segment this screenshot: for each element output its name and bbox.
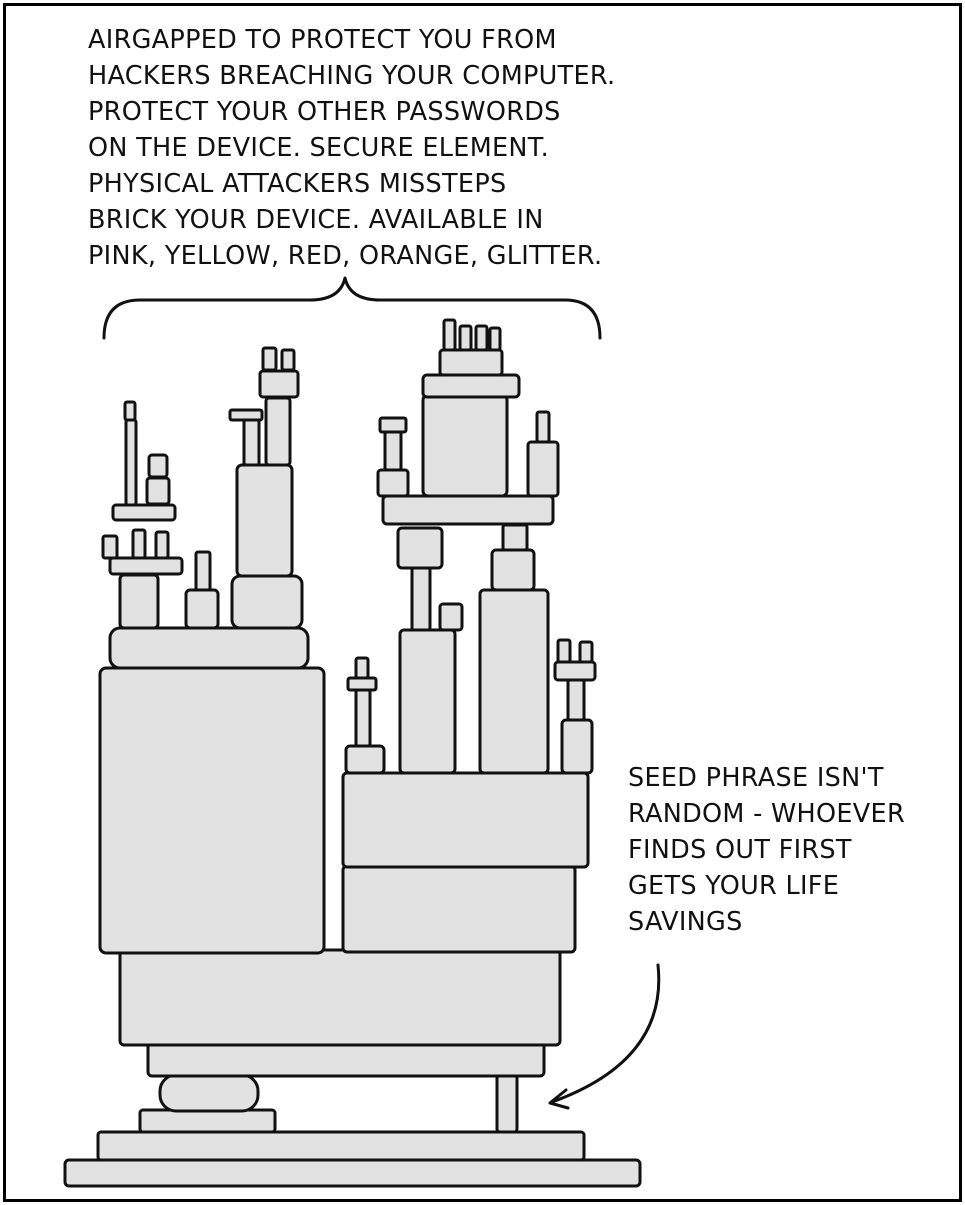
left-cap-slab [108, 626, 310, 670]
lower-body [118, 948, 562, 1047]
side-caption-line: FINDS OUT FIRST [628, 835, 852, 865]
left-small-cube [118, 573, 160, 630]
top-caption-line: PINK, YELLOW, RED, ORANGE, GLITTER. [88, 241, 603, 271]
top-caption-line: HACKERS BREACHING YOUR COMPUTER. [88, 61, 616, 91]
top-tower-peg [488, 326, 502, 352]
far-right-cube [560, 718, 594, 775]
far-right-post [566, 678, 586, 722]
top-tower-body [421, 393, 509, 498]
upper-platform [381, 494, 555, 526]
center-column [235, 463, 294, 578]
left-pole [124, 418, 138, 507]
platform-left-cube [376, 468, 410, 498]
right-taller-column [478, 588, 550, 775]
platform-right-tip [535, 410, 551, 444]
right-small-base [344, 744, 386, 775]
top-caption: AIRGAPPED TO PROTECT YOU FROM HACKERS BR… [88, 22, 615, 274]
lower-strip [146, 1040, 546, 1078]
left-short-post [184, 588, 220, 630]
left-peg [101, 534, 119, 560]
base-bottom-slab [63, 1158, 642, 1188]
top-tower-peg [458, 324, 473, 352]
left-side-cube [147, 453, 169, 479]
right-column-cap [490, 548, 536, 592]
far-right-peg [578, 640, 594, 664]
right-small-bar [346, 676, 378, 692]
top-tower-peg [474, 324, 489, 352]
right-upper-cube [396, 526, 444, 570]
side-caption-line: RANDOM - WHOEVER [628, 799, 905, 829]
support-post [495, 1073, 519, 1134]
top-tower-band [421, 373, 521, 399]
far-right-bar [553, 660, 597, 682]
left-main-block [98, 666, 326, 955]
center-top-cube [258, 369, 300, 399]
left-side-cube [145, 476, 171, 506]
platform-right-block [526, 440, 560, 498]
platform-left-post [383, 430, 403, 472]
left-shelf [111, 503, 177, 522]
foot-disc [158, 1073, 260, 1113]
top-caption-line: AIRGAPPED TO PROTECT YOU FROM [88, 25, 557, 55]
left-peg [131, 528, 147, 560]
right-middle-block [341, 771, 590, 869]
right-lower-block [341, 864, 577, 954]
side-caption-line: GETS YOUR LIFE [628, 871, 840, 901]
right-small-post [354, 688, 372, 748]
far-right-peg [556, 638, 572, 664]
foot-pad [138, 1108, 277, 1134]
side-caption-line: SAVINGS [628, 907, 743, 937]
center-column-rod [242, 416, 261, 467]
right-column-rod [410, 566, 432, 632]
platform-left-cap [378, 416, 408, 434]
right-column-cube [438, 602, 464, 632]
curly-brace [102, 276, 602, 340]
side-caption: SEED PHRASE ISN'T RANDOM - WHOEVER FINDS… [628, 760, 905, 940]
right-column-neck [501, 523, 529, 552]
right-tall-column [398, 628, 457, 775]
center-top-peg [261, 346, 278, 372]
right-small-tip [354, 656, 370, 680]
left-peg [154, 530, 170, 560]
center-base-cube [230, 574, 304, 630]
center-column-rod [264, 396, 292, 467]
top-caption-line: PROTECT YOUR OTHER PASSWORDS [88, 97, 561, 127]
pointer-arrowhead [548, 1088, 570, 1110]
top-tower-peg [442, 318, 457, 352]
pointer-arrow [550, 963, 661, 1104]
center-t-bar [228, 408, 264, 422]
top-caption-line: PHYSICAL ATTACKERS MISSTEPS [88, 169, 507, 199]
top-caption-line: BRICK YOUR DEVICE. AVAILABLE IN [88, 205, 544, 235]
left-shelf [108, 556, 184, 576]
side-caption-line: SEED PHRASE ISN'T [628, 763, 884, 793]
left-pole-tip [123, 400, 137, 422]
center-top-peg [280, 348, 296, 372]
base-upper-slab [96, 1130, 586, 1162]
left-short-post-tip [194, 550, 212, 592]
top-caption-line: ON THE DEVICE. SECURE ELEMENT. [88, 133, 550, 163]
top-tower-cap [438, 348, 504, 377]
